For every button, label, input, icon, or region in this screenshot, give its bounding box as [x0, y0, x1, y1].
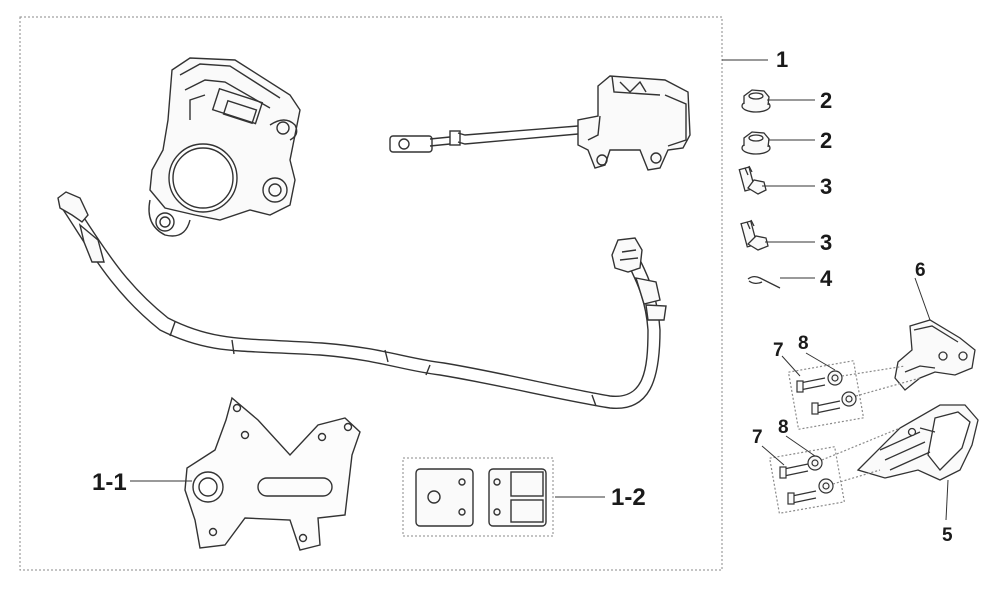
master-cylinder	[389, 75, 691, 171]
disc-guard-upper	[894, 319, 976, 391]
label-screw-upper: 7	[773, 340, 784, 361]
bolt-lower	[740, 219, 769, 251]
brake-hose	[57, 191, 667, 409]
flange-nut-lower	[741, 131, 771, 155]
brake-pads	[402, 457, 554, 537]
label-washer-upper: 8	[798, 333, 809, 354]
label-washer-lower: 8	[778, 417, 789, 438]
brake-caliper	[148, 57, 301, 237]
label-cotter-pin: 4	[820, 266, 833, 291]
label-nut-upper: 2	[820, 88, 832, 113]
label-bolt-lower: 3	[820, 230, 832, 255]
label-screw-lower: 7	[752, 427, 763, 448]
label-nut-lower: 2	[820, 128, 832, 153]
disc-guard-lower	[856, 404, 979, 481]
bolt-upper	[738, 165, 767, 195]
cotter-pin	[747, 275, 781, 289]
label-assembly: 1	[776, 47, 788, 72]
label-pads: 1-2	[611, 484, 646, 511]
label-bracket: 1-1	[92, 469, 127, 496]
label-guard-lower: 5	[942, 525, 953, 546]
fastener-group-lower	[768, 427, 901, 515]
caliper-bracket	[184, 396, 361, 551]
assembly-boundary	[19, 16, 723, 571]
fastener-group-upper	[787, 360, 921, 430]
label-bolt-upper: 3	[820, 174, 832, 199]
flange-nut-upper	[741, 89, 771, 113]
label-guard-upper: 6	[915, 260, 926, 281]
leader-lines	[130, 59, 949, 521]
